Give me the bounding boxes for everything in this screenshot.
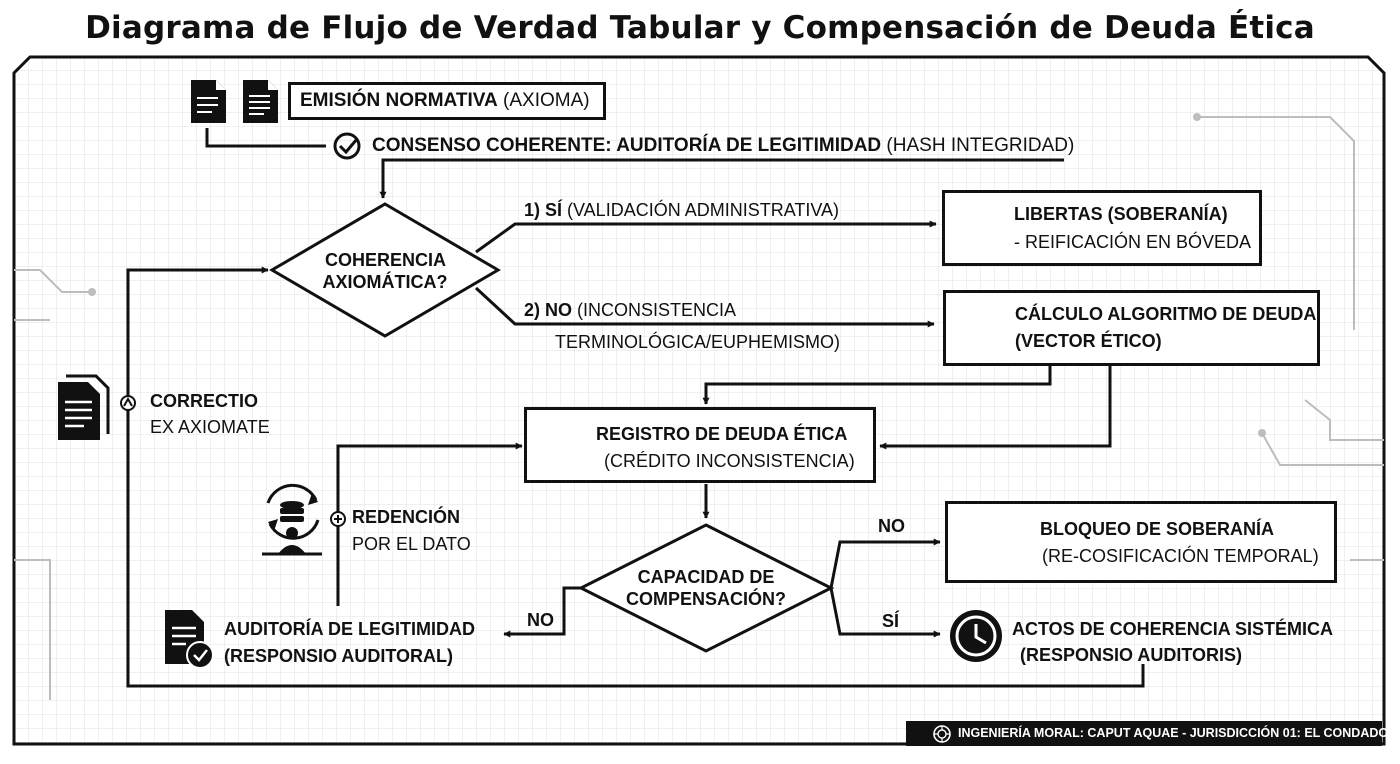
branch-no-right-label: NO <box>878 516 905 536</box>
libertas-subtitle: - REIFICACIÓN EN BÓVEDA <box>1014 232 1252 252</box>
registro-title: REGISTRO DE DEUDA ÉTICA <box>596 424 848 444</box>
document-icon <box>58 374 110 440</box>
decision-coherencia-line2: AXIOMÁTICA? <box>322 272 448 292</box>
check-circle-icon <box>333 132 361 160</box>
circuit-traces <box>14 116 1384 700</box>
branch-si-right-label: SÍ <box>882 611 900 631</box>
decision-diamond-coherencia <box>269 202 501 338</box>
calculo-subtitle: (VECTOR ÉTICO) <box>1015 331 1162 351</box>
calculo-algoritmo-box <box>943 290 1320 366</box>
correctio-label-line2: EX AXIOMATE <box>150 417 270 437</box>
consenso-coherente-label: CONSENSO COHERENTE: AUDITORÍA DE LEGITIM… <box>372 135 1075 156</box>
plus-circle-icon <box>330 511 346 527</box>
seal-icon <box>933 725 951 743</box>
correctio-label-line1: CORRECTIO <box>150 391 258 411</box>
up-arrow-circle-icon <box>120 395 136 411</box>
libertas-box <box>942 190 1262 266</box>
footer-bar: INGENIERÍA MORAL: CAPUT AQUAE - JURISDIC… <box>906 721 1388 746</box>
document-check-icon <box>165 610 214 669</box>
emision-normativa-label: EMISIÓN NORMATIVA (AXIOMA) <box>300 90 590 111</box>
calculo-title: CÁLCULO ALGORITMO DE DEUDA <box>1015 304 1317 324</box>
branch-no-label: 2) NO (INCONSISTENCIA <box>524 300 737 320</box>
auditoria-subtitle: (RESPONSIO AUDITORAL) <box>224 646 454 666</box>
decision-capacidad-line2: COMPENSACIÓN? <box>626 589 787 609</box>
decision-coherencia-line1: COHERENCIA <box>325 250 447 270</box>
actos-coherencia-subtitle: (RESPONSIO AUDITORIS) <box>1020 645 1243 665</box>
bloqueo-soberania-box <box>945 501 1337 583</box>
page-title: Diagrama de Flujo de Verdad Tabular y Co… <box>85 10 1315 46</box>
bloqueo-subtitle: (RE-COSIFICACIÓN TEMPORAL) <box>1042 546 1319 566</box>
auditoria-title: AUDITORÍA DE LEGITIMIDAD <box>224 619 475 639</box>
libertas-title: LIBERTAS (SOBERANÍA) <box>1014 204 1228 224</box>
bloqueo-title: BLOQUEO DE SOBERANÍA <box>1040 519 1275 539</box>
document-icon <box>191 80 226 123</box>
document-icon <box>243 80 278 123</box>
branch-no-label-line2: TERMINOLÓGICA/EUPHEMISMO) <box>555 332 841 352</box>
refresh-user-icon <box>262 483 322 556</box>
decision-diamond-capacidad <box>577 523 835 653</box>
footer-text: INGENIERÍA MORAL: CAPUT AQUAE - JURISDIC… <box>958 726 1389 740</box>
connectors <box>126 128 1145 688</box>
branch-no-left-label: NO <box>527 610 554 630</box>
redencion-label-line1: REDENCIÓN <box>352 507 461 527</box>
registro-subtitle: (CRÉDITO INCONSISTENCIA) <box>604 451 855 471</box>
decision-capacidad-line1: CAPACIDAD DE <box>637 567 775 587</box>
redencion-label-line2: POR EL DATO <box>352 534 471 554</box>
clock-icon <box>950 610 1002 662</box>
actos-coherencia-title: ACTOS DE COHERENCIA SISTÉMICA <box>1012 619 1334 639</box>
registro-deuda-box <box>524 407 876 483</box>
branch-si-label: 1) SÍ (VALIDACIÓN ADMINISTRATIVA) <box>524 200 840 220</box>
emision-normativa-box <box>288 82 606 120</box>
